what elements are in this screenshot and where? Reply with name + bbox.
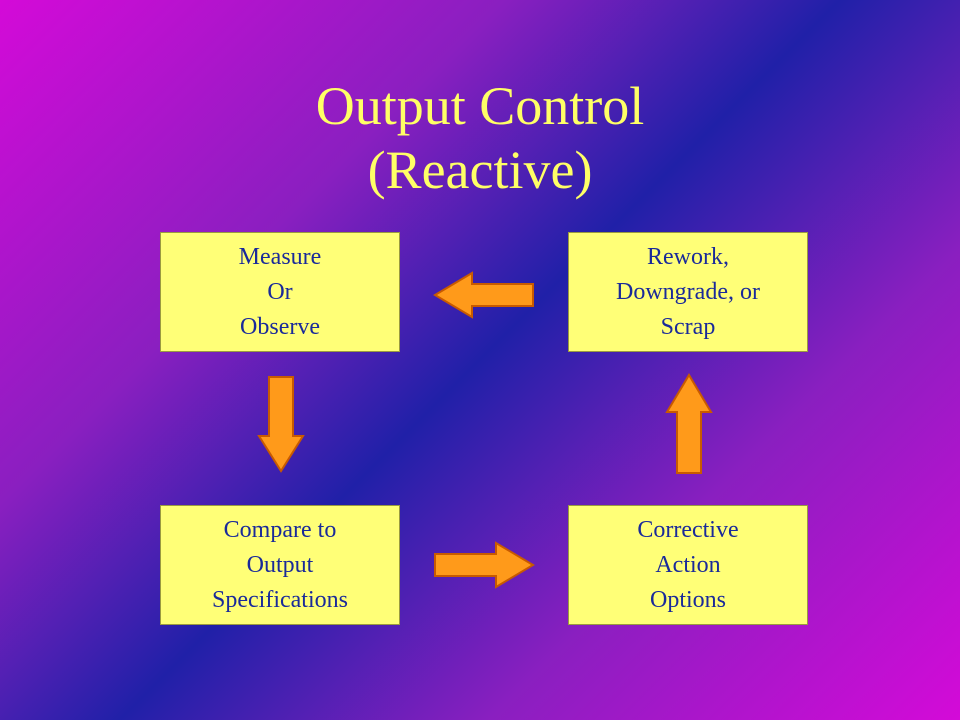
title-line-2: (Reactive) [367,140,593,200]
slide-title: Output Control (Reactive) [0,74,960,202]
rework-line-2: Downgrade, or [616,278,760,305]
measure-line-2: Or [267,278,293,305]
corrective-line-3: Options [649,586,726,613]
measure-line-3: Observe [240,313,320,340]
rework-downgrade-scrap-box: Rework, Downgrade, or Scrap [568,232,808,352]
left-arrow-shape [433,271,534,319]
measure-observe-box: Measure Or Observe [160,232,400,352]
corrective-line-2: Action [655,551,721,578]
corrective-line-1: Corrective [637,516,739,543]
rework-line-1: Rework, [647,243,729,270]
measure-line-1: Measure [238,243,322,270]
compare-to-output-specifications-box: Compare to Output Specifications [160,505,400,625]
down-arrow-icon [257,376,305,473]
left-arrow-icon [433,271,534,319]
compare-line-1: Compare to [223,516,337,543]
down-arrow-shape [257,376,305,473]
right-arrow-icon [434,541,535,589]
compare-line-2: Output [246,551,314,578]
title-line-1: Output Control [315,76,645,136]
right-arrow-shape [434,541,535,589]
up-arrow-shape [665,373,713,474]
compare-line-3: Specifications [212,586,348,613]
up-arrow-icon [665,373,713,474]
rework-line-3: Scrap [660,313,716,340]
corrective-action-options-box: Corrective Action Options [568,505,808,625]
